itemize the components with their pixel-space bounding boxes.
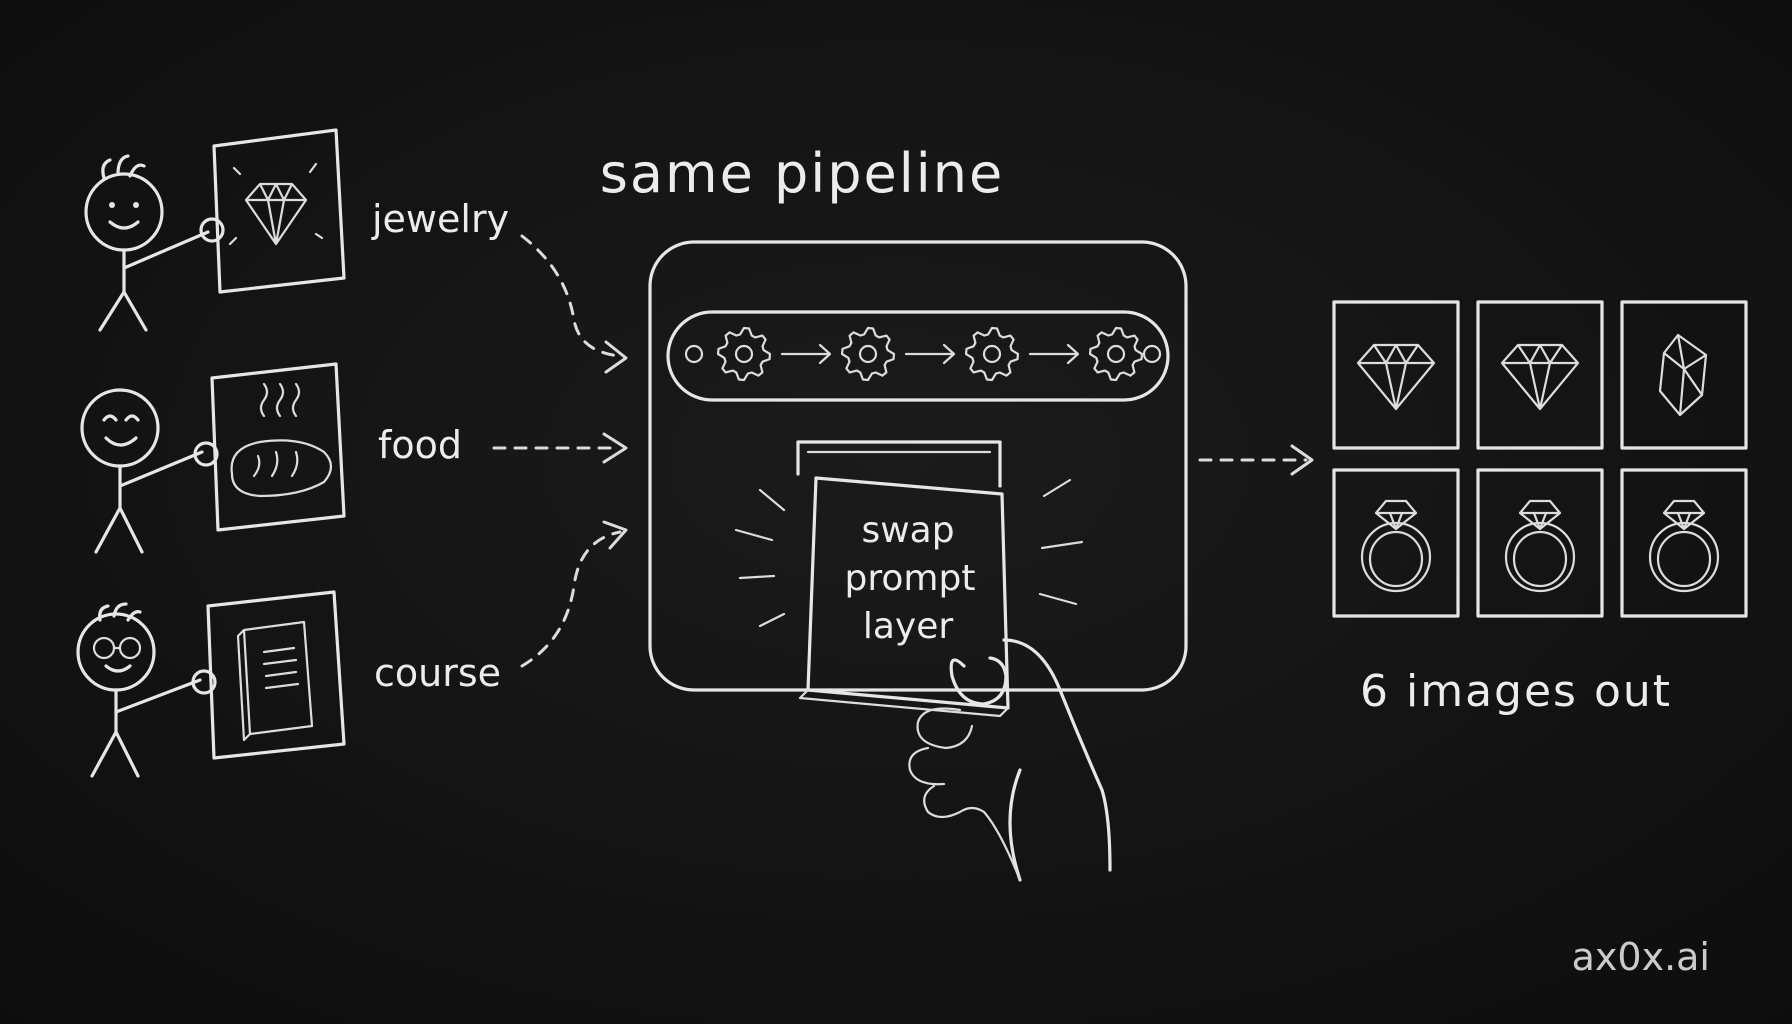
- output-tile: [1476, 468, 1604, 618]
- output-tile: [1620, 468, 1748, 618]
- watermark: ax0x.ai: [1572, 935, 1710, 979]
- ring-icon: [1360, 499, 1432, 593]
- flow-arrow-icon: [1028, 343, 1080, 365]
- gear-icon: [840, 326, 896, 382]
- bread-icon: [230, 382, 333, 498]
- diamond-icon: [1500, 343, 1580, 411]
- book-icon: [236, 620, 314, 742]
- input-arrows: [492, 234, 628, 668]
- pipeline-box: [648, 240, 1188, 692]
- ring-icon: [1504, 499, 1576, 593]
- output-label: 6 images out: [1360, 666, 1672, 717]
- flow-arrow-icon: [904, 343, 956, 365]
- input-label-jewelry: jewelry: [371, 197, 509, 241]
- output-tile: [1332, 300, 1460, 450]
- output-tile: [1620, 300, 1748, 450]
- card-line-1: swap: [861, 510, 954, 551]
- diagram-title: same pipeline: [600, 142, 1004, 205]
- input-label-course: course: [374, 651, 501, 695]
- card-jewelry: [199, 128, 346, 294]
- gear-row: [716, 326, 1144, 382]
- input-label-food: food: [378, 423, 462, 467]
- ring-icon: [1648, 499, 1720, 593]
- flow-arrow-icon: [780, 343, 832, 365]
- person-jewelry: [84, 154, 210, 332]
- output-grid: [1332, 300, 1748, 618]
- swap-prompt-card[interactable]: swap prompt layer: [798, 476, 1010, 718]
- card-food: [193, 362, 346, 532]
- gem-icon: [1658, 333, 1708, 417]
- output-tile: [1476, 300, 1604, 450]
- emphasis-lines: [734, 478, 1084, 628]
- gear-icon: [964, 326, 1020, 382]
- output-arrow: [1198, 444, 1314, 476]
- hand-icon: [908, 638, 1112, 882]
- diamond-icon: [228, 162, 324, 246]
- output-tile: [1332, 468, 1460, 618]
- diamond-icon: [1356, 343, 1436, 411]
- card-line-2: prompt: [845, 558, 976, 599]
- card-course: [191, 590, 346, 760]
- person-course: [76, 602, 202, 778]
- card-line-3: layer: [863, 606, 954, 647]
- person-food: [80, 388, 204, 554]
- gear-icon: [716, 326, 772, 382]
- gear-icon: [1088, 326, 1144, 382]
